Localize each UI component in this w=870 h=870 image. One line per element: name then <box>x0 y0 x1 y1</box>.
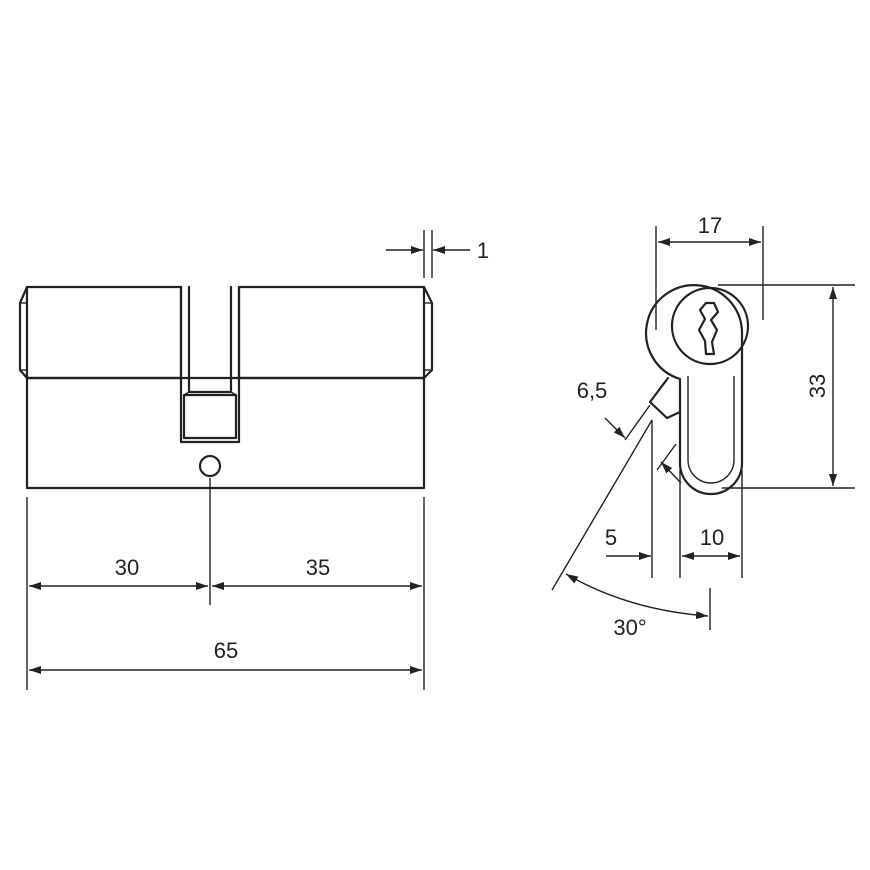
left-cap <box>18 285 29 380</box>
cam <box>187 285 233 394</box>
cam-tip <box>648 376 682 420</box>
dim-profile-height: 33 <box>805 374 830 398</box>
lower-body <box>25 376 426 490</box>
dim-cam-angle: 30° <box>613 615 646 640</box>
dim-total-length: 65 <box>214 638 238 663</box>
right-cap <box>422 285 434 380</box>
dim-profile-width: 17 <box>698 213 722 238</box>
plug-circle <box>670 286 750 366</box>
dim-offset: 5 <box>605 525 617 550</box>
keyway <box>697 301 720 356</box>
cylinder-profile-view <box>644 284 750 496</box>
side-dimensions: 30 35 65 1 <box>26 230 489 690</box>
dim-left-length: 30 <box>115 555 139 580</box>
left-barrel <box>25 285 183 380</box>
dim-lower-width: 10 <box>700 525 724 550</box>
cam-window <box>182 393 238 440</box>
right-barrel <box>237 285 426 380</box>
profile-inner-line <box>687 376 735 484</box>
profile-dimensions: 17 33 5 10 6,5 30° <box>551 213 855 640</box>
cylinder-side-view <box>18 285 434 490</box>
screw-hole <box>198 454 222 478</box>
dim-cam-tip-width: 6,5 <box>577 378 608 403</box>
cam-slot <box>179 285 241 444</box>
dim-right-length: 35 <box>306 555 330 580</box>
dim-thickness: 1 <box>477 238 489 263</box>
